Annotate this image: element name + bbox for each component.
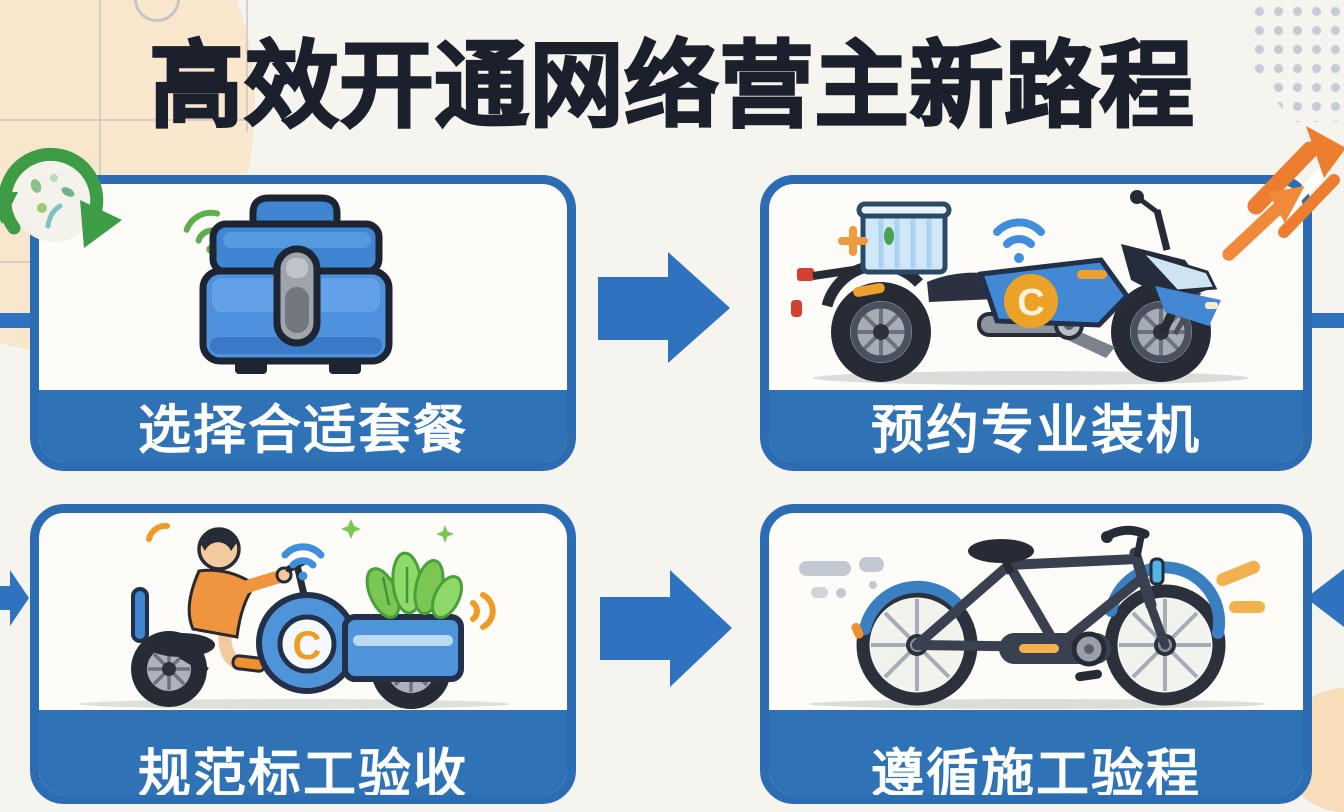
speed-clouds [799, 557, 884, 598]
edge-arrow-right-icon [1306, 569, 1344, 627]
orange-arc-icon [146, 522, 170, 542]
cargo-box [342, 614, 464, 682]
grid-line [246, 0, 248, 132]
ground-shadow [809, 699, 1265, 709]
sparkle-plus-icon [838, 226, 868, 256]
brand-badge: C [1004, 274, 1058, 328]
brand-letter: C [293, 624, 322, 668]
crankset [999, 631, 1111, 682]
front-fairing [1121, 190, 1221, 336]
growth-arrow-icon [1222, 126, 1344, 261]
grid-line [0, 119, 258, 121]
step4-illustration [769, 513, 1303, 710]
step3-caption-band: 规范标工验收 [39, 710, 567, 804]
step1-caption-band: 选择合适套餐 [39, 390, 567, 462]
saddle [131, 587, 215, 674]
flow-arrow-top-icon [598, 252, 730, 363]
front-housing: C [256, 592, 358, 694]
step3-illustration: C [39, 513, 567, 710]
step1-caption: 选择合适套餐 [138, 401, 468, 460]
step2-caption-band: 预约专业装机 [769, 390, 1303, 462]
wifi-blue-icon [993, 218, 1045, 263]
step4-caption-band: 遵循施工验程 [769, 710, 1303, 804]
step2-illustration: C [769, 184, 1303, 390]
saddle [968, 539, 1034, 575]
flow-stub-left [0, 313, 31, 328]
sparkle-icon [436, 525, 454, 543]
step4-caption: 遵循施工验程 [871, 745, 1201, 804]
rear-wheel [831, 282, 931, 382]
step-card-3: C [30, 504, 576, 804]
orange-waves-icon [470, 592, 496, 630]
basket [856, 201, 952, 275]
step1-illustration [39, 184, 567, 390]
edge-arrow-left-icon [0, 570, 29, 626]
brand-letter: C [1017, 282, 1044, 324]
step3-caption: 规范标工验收 [138, 745, 468, 804]
page-title: 高效开通网络营主新路程 [148, 32, 1195, 139]
ground-shadow [79, 699, 509, 709]
step2-caption: 预约专业装机 [871, 401, 1201, 460]
step-card-1: 选择合适套餐 [30, 175, 576, 471]
vegetables [365, 551, 463, 619]
handlebar [1101, 525, 1165, 586]
toolbox-illustration [199, 194, 393, 374]
rider [187, 527, 293, 673]
step-card-2: C [760, 175, 1312, 471]
flow-stub-right [1311, 313, 1344, 328]
step-card-4: 遵循施工验程 [760, 504, 1312, 804]
recycle-icon [0, 147, 122, 248]
sparkle-icon [341, 519, 361, 539]
reflector [851, 622, 864, 639]
flow-arrow-bottom-icon [600, 570, 732, 687]
recycle-specks [30, 174, 75, 229]
wifi-blue-icon [281, 543, 325, 581]
